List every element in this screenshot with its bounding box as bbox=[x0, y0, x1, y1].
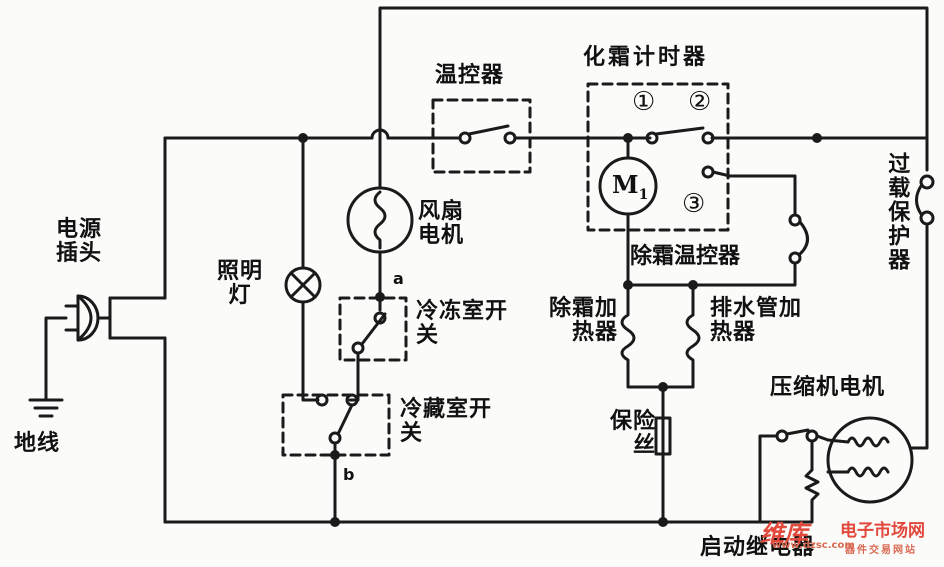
thermostat-label: 温控器 bbox=[435, 63, 505, 88]
freezer-switch-box bbox=[338, 296, 408, 362]
watermark-url: www.dzsc.com bbox=[772, 540, 855, 551]
drain-heater-icon bbox=[661, 283, 701, 389]
fridge-switch-label: 冷藏室开关 bbox=[400, 397, 493, 447]
timer-contact-1-label: ① bbox=[632, 87, 656, 117]
defrost-heater-icon bbox=[620, 283, 665, 389]
watermark-brand: 维库 bbox=[760, 520, 808, 548]
timer-motor-icon bbox=[598, 136, 658, 287]
timer-contacts bbox=[645, 126, 797, 217]
fan-motor-icon bbox=[346, 186, 414, 254]
ground-label: 地线 bbox=[14, 431, 61, 456]
fuse-label: 保险丝 bbox=[609, 409, 656, 459]
compressor-motor-icon bbox=[826, 416, 914, 504]
defrost-timer-label: 化霜计时器 bbox=[583, 45, 709, 70]
node-b-label: b bbox=[343, 465, 355, 484]
thermostat-box bbox=[431, 98, 532, 174]
watermark-slogan: 器件交易网站 bbox=[845, 545, 917, 556]
power-plug-label: 电源插头 bbox=[56, 217, 103, 267]
lamp-icon bbox=[284, 266, 322, 304]
freezer-switch-label: 冷冻室开关 bbox=[416, 299, 509, 349]
compressor-motor-label: 压缩机电机 bbox=[770, 375, 886, 400]
timer-contact-3-label: ③ bbox=[682, 189, 706, 219]
timer-contact-2-label: ② bbox=[688, 87, 712, 117]
freezer-switch-contact bbox=[348, 311, 387, 402]
defrost-heater-label: 除霜加热器 bbox=[548, 296, 618, 346]
defrost-thermostat-icon bbox=[626, 213, 809, 287]
thermostat-contact bbox=[458, 124, 517, 145]
drain-heater-label: 排水管加热器 bbox=[710, 296, 803, 346]
power-plug-icon bbox=[44, 294, 112, 402]
start-relay-label: 启动继电器 bbox=[700, 535, 816, 560]
crossover-hop bbox=[370, 128, 390, 140]
fan-motor-label: 风扇电机 bbox=[418, 199, 465, 249]
fridge-switch-contact bbox=[315, 393, 359, 524]
overload-protector-label: 过载保护器 bbox=[884, 152, 910, 272]
overload-protector-icon bbox=[910, 174, 935, 450]
lamp-wire-bottom bbox=[301, 300, 320, 402]
defrost-timer-box bbox=[586, 82, 730, 232]
node-a-label: a bbox=[393, 269, 404, 288]
ground-icon bbox=[28, 398, 64, 418]
defrost-thermostat-label: 除霜温控器 bbox=[630, 244, 741, 269]
start-relay-icon bbox=[758, 428, 830, 524]
lamp-label: 照明灯 bbox=[216, 259, 263, 309]
watermark-site-cn: 电子市场网 bbox=[840, 521, 925, 541]
timer-motor-label: M1 bbox=[612, 170, 649, 203]
top-wire bbox=[378, 6, 929, 172]
fuse-icon bbox=[654, 385, 672, 524]
